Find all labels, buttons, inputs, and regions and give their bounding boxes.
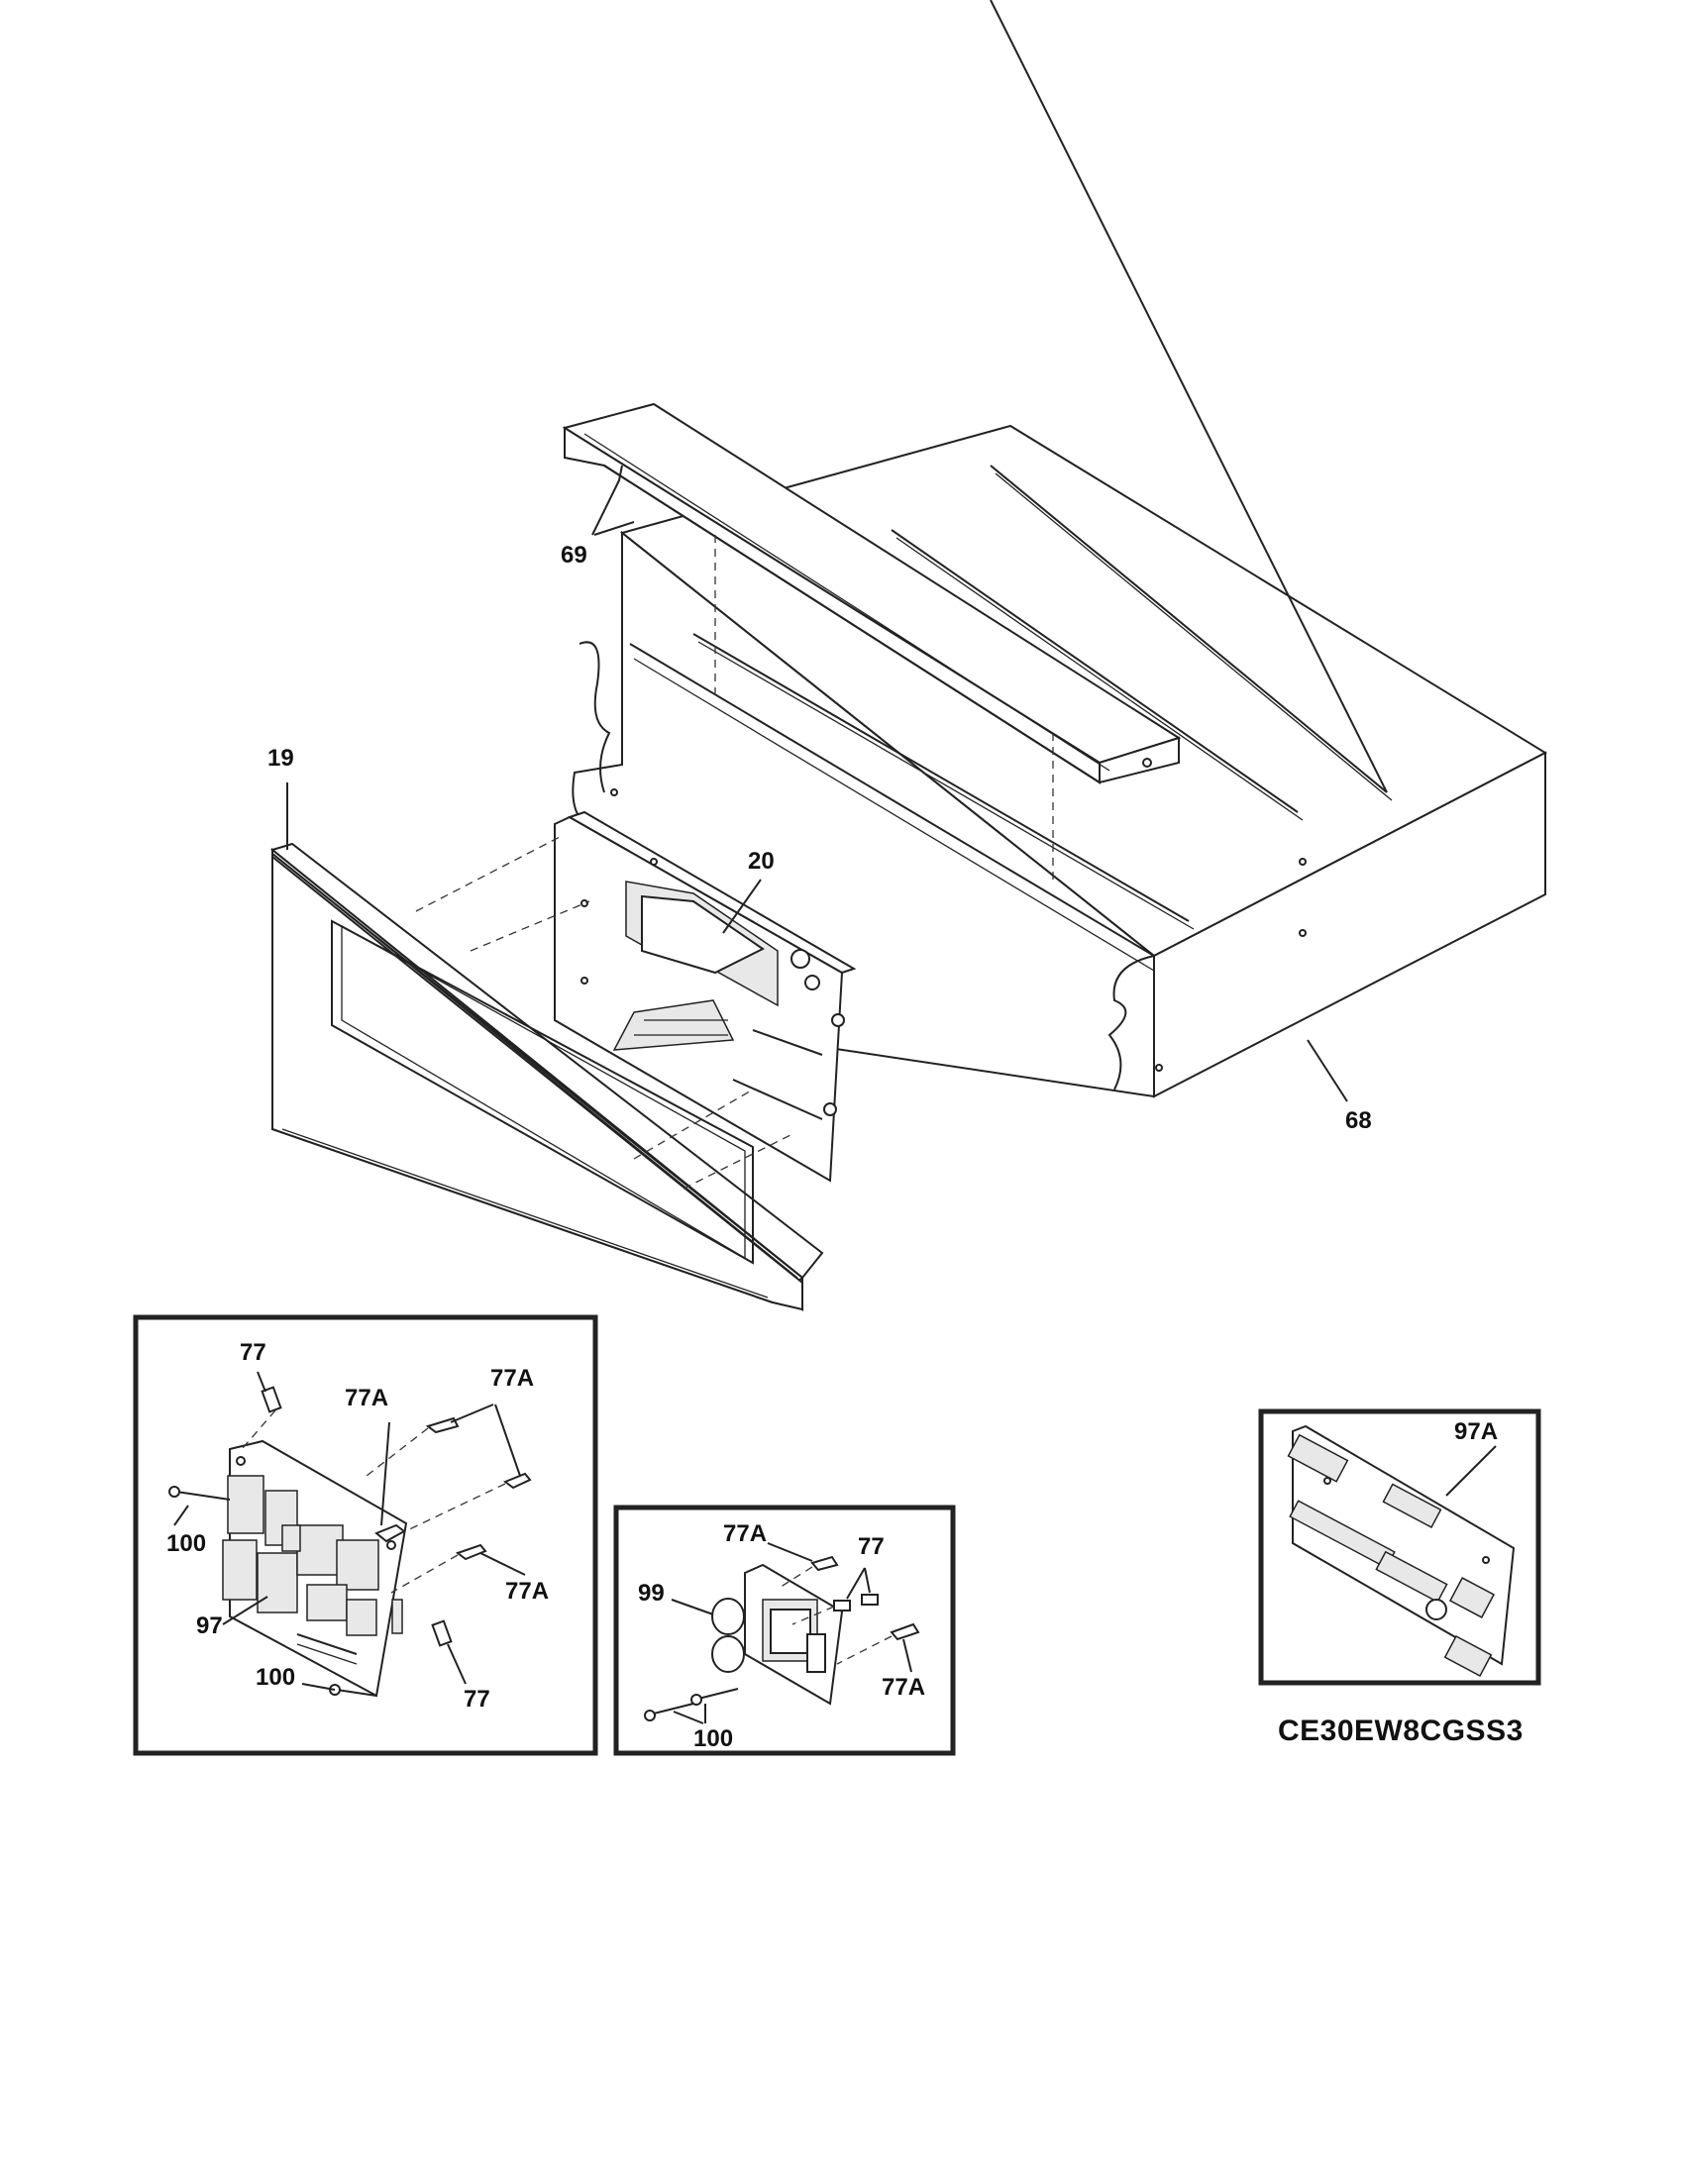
- leader-68: [1307, 1039, 1348, 1102]
- leader-69: [591, 465, 623, 536]
- callout-20: 20: [748, 848, 775, 875]
- alignment-line: [415, 836, 561, 912]
- alignment-line: [633, 1089, 754, 1160]
- leader-97A: [1445, 1445, 1497, 1497]
- callout-99: 99: [638, 1580, 665, 1607]
- inset-relay-board: [133, 1314, 598, 1756]
- callout-97: 97: [196, 1612, 223, 1639]
- model-number: CE30EW8CGSS3: [1278, 1715, 1524, 1747]
- callout-77A: 77A: [723, 1520, 768, 1547]
- inset-board-97A: [1258, 1408, 1541, 1686]
- callout-77: 77: [240, 1339, 266, 1366]
- front-control-panel-part-19: [269, 842, 824, 1312]
- callout-100: 100: [693, 1725, 734, 1752]
- callout-68: 68: [1345, 1107, 1372, 1134]
- control-board-part-20: [554, 810, 857, 1183]
- inset-transformer-board: [613, 1505, 956, 1756]
- top-channel-bracket-part-69: [562, 402, 1182, 784]
- callout-77A: 77A: [882, 1674, 926, 1701]
- callout-77: 77: [464, 1686, 490, 1713]
- alignment-line: [470, 900, 590, 952]
- leader-20: [722, 879, 762, 934]
- callout-77A: 77A: [505, 1578, 550, 1605]
- alignment-line: [683, 1133, 793, 1190]
- callout-77A: 77A: [345, 1385, 389, 1411]
- callout-19: 19: [267, 745, 294, 772]
- callout-77: 77: [858, 1533, 885, 1560]
- callout-69: 69: [561, 542, 587, 569]
- callout-97A: 97A: [1454, 1418, 1499, 1445]
- callout-100: 100: [166, 1530, 207, 1557]
- callout-77A: 77A: [490, 1365, 535, 1392]
- leader-69: [593, 521, 635, 536]
- callout-100: 100: [256, 1664, 296, 1691]
